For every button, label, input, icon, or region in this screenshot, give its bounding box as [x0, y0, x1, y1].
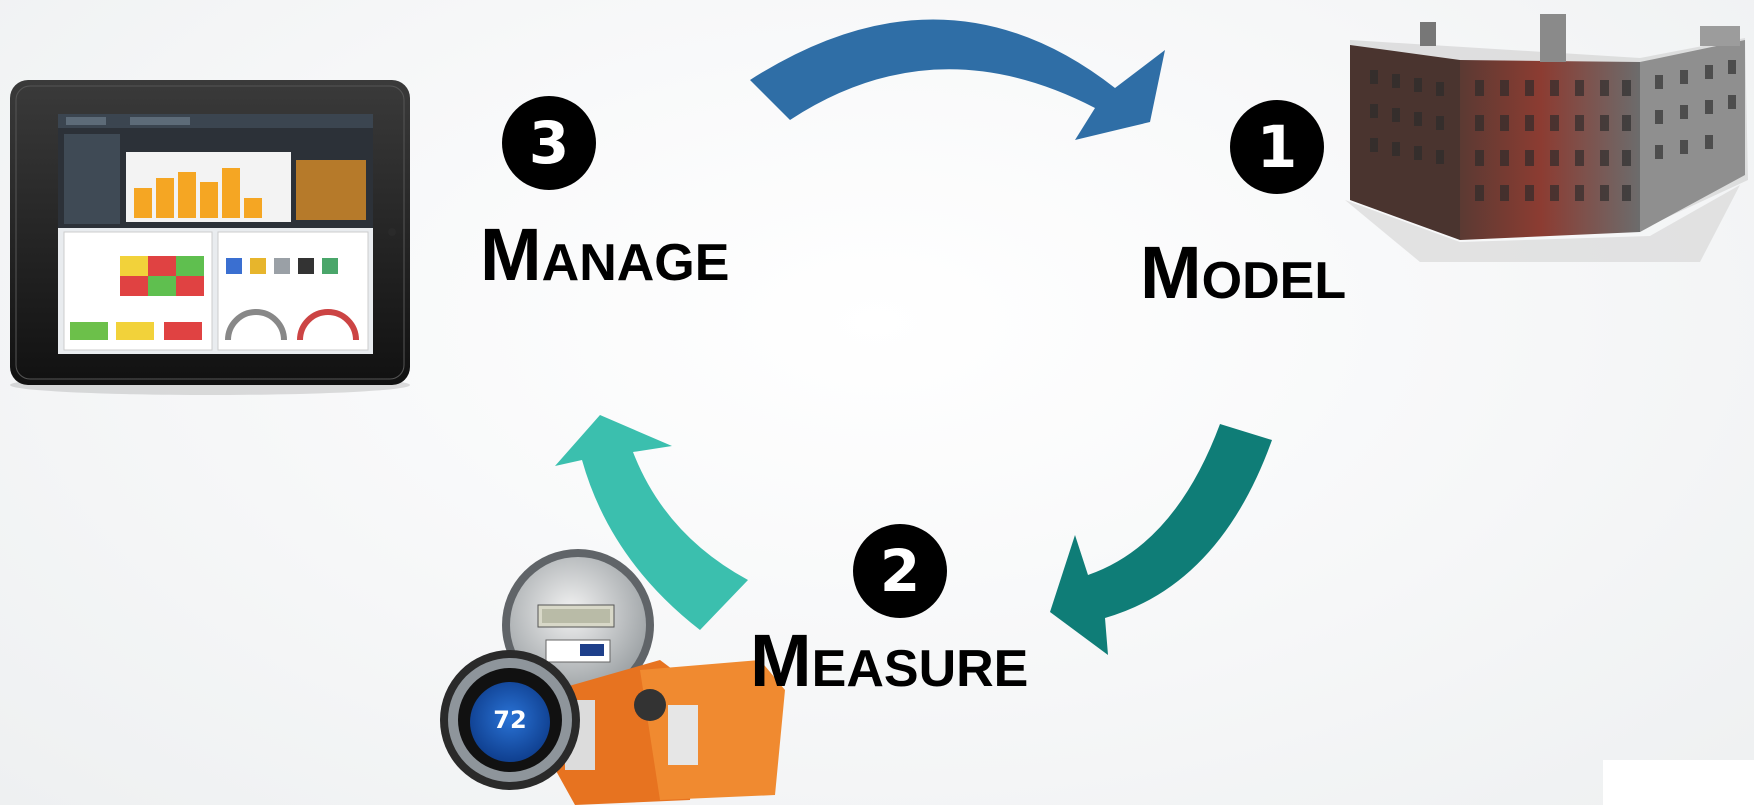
step-number-3: 3 [502, 96, 596, 190]
corner-blank-box [1603, 760, 1754, 805]
step-number-2: 2 [853, 524, 947, 618]
step-label-manage: Manage [480, 213, 730, 296]
arrow-measure-to-manage [555, 415, 748, 630]
step-number-1: 1 [1230, 100, 1324, 194]
building-scan-image [1345, 14, 1748, 262]
arrow-manage-to-model [750, 19, 1165, 140]
measurement-devices-image [440, 549, 785, 805]
tablet-dashboard-image [10, 80, 410, 395]
step-label-model: Model [1140, 231, 1347, 314]
step-label-measure: Measure [750, 619, 1029, 702]
thermostat-reading: 72 [493, 706, 527, 734]
arrow-model-to-measure [1050, 424, 1272, 655]
